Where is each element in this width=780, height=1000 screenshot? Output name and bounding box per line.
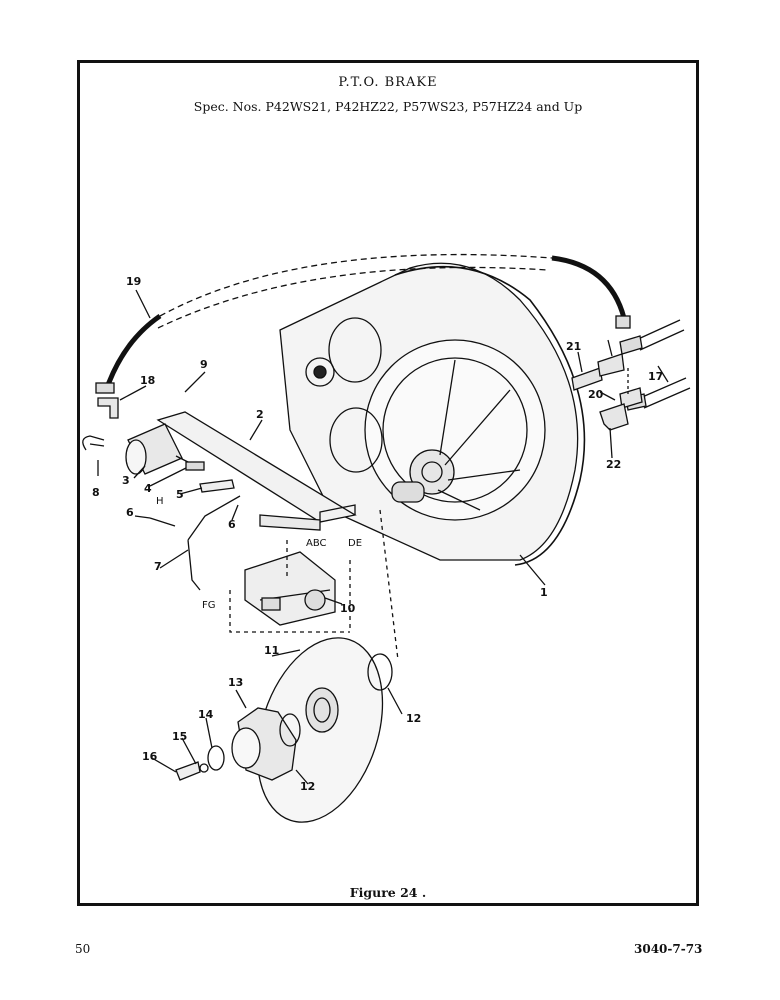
adapter-fitting: [185, 461, 205, 471]
callout-4: 4: [144, 482, 152, 495]
hose-clip: [82, 435, 105, 451]
callout-12a: 12: [406, 712, 421, 725]
callout-9: 9: [200, 358, 208, 371]
callout-20: 20: [588, 388, 604, 401]
spec-numbers: Spec. Nos. P42WS21, P42HZ22, P57WS23, P5…: [193, 99, 583, 114]
callout-6b: 6: [228, 518, 236, 531]
callout-8: 8: [92, 486, 100, 499]
callout-2: 2: [256, 408, 264, 421]
hydraulic-hose: [95, 253, 631, 394]
bolt: [175, 761, 201, 781]
callout-21: 21: [566, 340, 581, 353]
figure-frame: P.T.O. BRAKE Spec. Nos. P42WS21, P42HZ22…: [77, 60, 699, 906]
callout-13: 13: [228, 676, 243, 689]
document-code: 3040-7-73: [634, 942, 703, 956]
callout-labels: 19 18 9 2 8 3 4 H 5 6 6 ABC DE 7 FG 10 1…: [92, 275, 663, 793]
lock-washer: [199, 763, 209, 773]
callout-22: 22: [606, 458, 621, 471]
label-de: DE: [348, 538, 362, 549]
brake-housing: [279, 262, 586, 566]
callout-12b: 12: [300, 780, 315, 793]
figure-caption: Figure 24 .: [349, 885, 427, 900]
label-abc: ABC: [306, 538, 327, 549]
callout-15: 15: [172, 730, 187, 743]
callout-5: 5: [176, 488, 184, 501]
figure-title: P.T.O. BRAKE: [338, 75, 438, 90]
label-fg: FG: [202, 600, 216, 611]
callout-18: 19: [126, 275, 141, 288]
clevis: [199, 479, 235, 493]
elbow-fitting: [97, 397, 119, 419]
callout-19: 17: [648, 370, 663, 383]
callout-6a: 6: [126, 506, 134, 519]
callout-14: 14: [198, 708, 214, 721]
pin: [149, 517, 176, 527]
callout-1: 1: [540, 586, 548, 599]
callout-10: 10: [340, 602, 356, 615]
callout-16: 16: [142, 750, 158, 763]
sprocket: [231, 707, 301, 781]
callout-11: 11: [264, 644, 279, 657]
right-fittings: [571, 319, 691, 431]
brake-cylinder: [125, 423, 197, 475]
brake-disc: [256, 637, 384, 823]
lever: [187, 495, 241, 591]
callout-17: 18: [140, 374, 155, 387]
page-number: 50: [75, 942, 91, 956]
washer: [207, 745, 225, 771]
callout-7: 7: [154, 560, 162, 573]
retaining-ring: [367, 653, 393, 691]
mounting-bracket: [156, 411, 357, 531]
label-h: H: [156, 496, 164, 507]
callout-3: 3: [122, 474, 130, 487]
brake-caliper: [244, 551, 336, 626]
